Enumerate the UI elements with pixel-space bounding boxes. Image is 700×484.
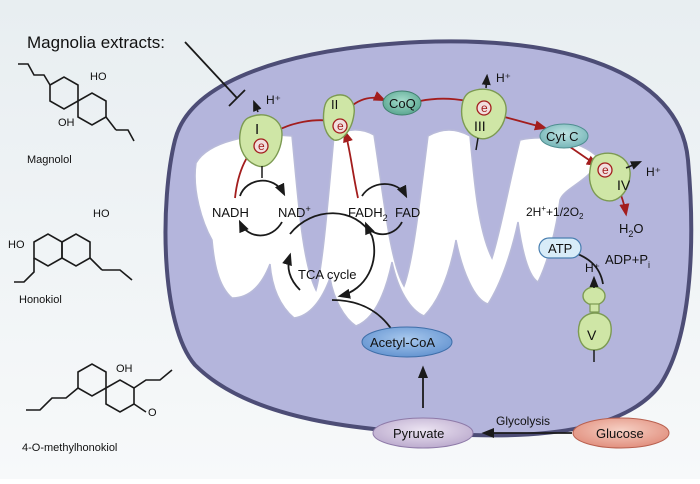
complex-III-label: III	[474, 118, 486, 134]
electron-I: e	[258, 139, 265, 153]
honokiol-label: Honokiol	[19, 294, 62, 306]
complex-V	[577, 286, 612, 362]
arrow-tca-cycle	[289, 212, 376, 299]
atp-node	[538, 237, 582, 259]
fadh2-label: FADH2	[348, 205, 388, 223]
oxygen-equation: 2H++1/2O2	[526, 204, 584, 221]
honokiol-structure	[14, 233, 133, 283]
complex-V-label: V	[587, 327, 597, 343]
adp-label: ADP+Pi	[605, 252, 650, 270]
fad-label: FAD	[395, 205, 420, 220]
magnolol-oh-bottom: OH	[58, 117, 75, 129]
electron-III: e	[481, 101, 488, 115]
cytc-node	[539, 123, 589, 149]
glucose-label: Glucose	[596, 426, 644, 441]
glucose-node	[572, 417, 670, 449]
magnolol-label: Magnolol	[27, 154, 72, 166]
honokiol-oh-top: HO	[93, 208, 110, 220]
complex-II-label: II	[331, 97, 338, 112]
electron-icon	[253, 100, 613, 178]
atp-label: ATP	[548, 241, 572, 256]
arrow-nadh-to-nad	[239, 179, 286, 197]
arrow-tca-return	[282, 252, 301, 291]
methylhonokiol-o: O	[148, 407, 157, 419]
honokiol-oh-left: HO	[8, 239, 25, 251]
proton-V: H⁺	[585, 261, 600, 275]
inhibition-line-icon	[184, 41, 246, 107]
pyruvate-node	[372, 417, 474, 449]
nadh-label: NADH	[212, 205, 249, 220]
methylhonokiol-label: 4-O-methylhonokiol	[22, 442, 117, 454]
methylhonokiol-oh: OH	[116, 363, 133, 375]
arrow-fadh2-to-fad	[361, 183, 408, 199]
complex-IV-label: IV	[617, 177, 631, 193]
complex-I-label: I	[255, 121, 259, 138]
tca-cycle-label: TCA cycle	[298, 267, 357, 282]
magnolol-oh-top: HO	[90, 71, 107, 83]
pyruvate-label: Pyruvate	[393, 426, 444, 441]
acetyl-coa-label: Acetyl-CoA	[370, 335, 435, 350]
methylhonokiol-structure	[26, 363, 173, 413]
cytc-label: Cyt C	[546, 129, 579, 144]
magnolol-structure	[18, 63, 135, 142]
proton-IV: H⁺	[646, 165, 661, 179]
proton-III: H⁺	[496, 71, 511, 85]
water-label: H2O	[619, 221, 644, 239]
electron-II: e	[337, 119, 344, 133]
nad-label: NAD+	[278, 204, 311, 220]
proton-arrow-icon	[253, 73, 643, 288]
arrow-fadh2-to-II	[343, 129, 359, 199]
mitochondrion-cristae	[194, 129, 601, 327]
electron-IV: e	[602, 163, 609, 177]
cycle-arrows	[238, 179, 604, 439]
arrow-acetyl-to-tca	[331, 299, 393, 331]
coq-label: CoQ	[389, 96, 416, 111]
acetyl-coa-node	[361, 326, 453, 358]
glycolysis-label: Glycolysis	[496, 414, 550, 428]
proton-I: H⁺	[266, 93, 281, 107]
arrow-nad-to-nadh	[238, 219, 283, 237]
coq-node	[382, 90, 422, 116]
arrow-fad-to-fadh2	[365, 221, 403, 236]
title: Magnolia extracts:	[27, 33, 165, 52]
